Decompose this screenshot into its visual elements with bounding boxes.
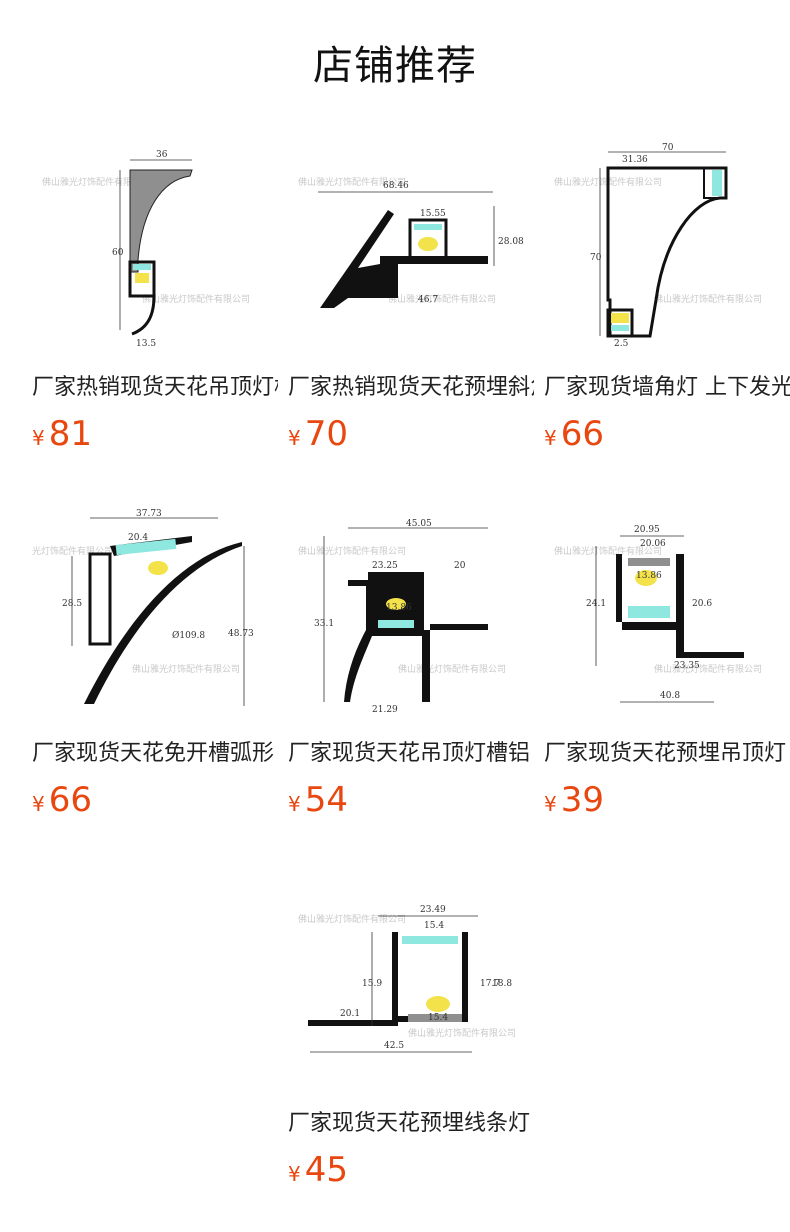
svg-text:2.5: 2.5 [614, 339, 629, 349]
product-image[interactable]: 光灯饰配件有限公司 佛山雅光灯饰配件有限公司 37.73 20.4 28.5 4… [32, 506, 278, 716]
svg-text:佛山雅光灯饰配件有限公司: 佛山雅光灯饰配件有限公司 [654, 663, 762, 675]
svg-text:佛山雅光灯饰配件有限公司: 佛山雅光灯饰配件有限公司 [398, 663, 506, 675]
product-image[interactable]: 佛山雅光灯饰配件有限公司 佛山雅光灯饰配件有限公司 23.49 15.4 15.… [288, 876, 534, 1086]
svg-text:佛山雅光灯饰配件有限公司: 佛山雅光灯饰配件有限公司 [42, 176, 150, 188]
product-price: ¥54 [288, 778, 348, 822]
svg-text:15.9: 15.9 [362, 979, 382, 989]
price-amount: 45 [304, 1150, 348, 1190]
svg-text:42.5: 42.5 [384, 1041, 404, 1051]
currency-symbol: ¥ [288, 426, 301, 450]
price-amount: 66 [48, 780, 92, 820]
svg-text:46.7: 46.7 [418, 295, 438, 305]
svg-text:37.73: 37.73 [136, 509, 162, 519]
svg-text:20.06: 20.06 [640, 539, 666, 549]
product-card[interactable]: 佛山雅光灯饰配件有限公司 佛山雅光灯饰配件有限公司 36 60 13.5 厂家热… [32, 140, 278, 470]
product-card[interactable]: 佛山雅光灯饰配件有限公司 佛山雅光灯饰配件有限公司 23.49 15.4 15.… [288, 876, 534, 1206]
svg-text:13.86: 13.86 [636, 571, 662, 581]
product-name[interactable]: 厂家现货天花预埋线条灯 [288, 1111, 531, 1136]
svg-text:28.5: 28.5 [62, 599, 82, 609]
svg-text:70: 70 [662, 143, 674, 153]
svg-text:36: 36 [156, 150, 168, 160]
currency-symbol: ¥ [288, 792, 301, 816]
ceiling-profile-drawing-icon: 佛山雅光灯饰配件有限公司 佛山雅光灯饰配件有限公司 36 60 13.5 [42, 150, 250, 349]
svg-text:佛山雅光灯饰配件有限公司: 佛山雅光灯饰配件有限公司 [132, 663, 240, 675]
svg-text:24.1: 24.1 [586, 599, 606, 609]
svg-text:20.4: 20.4 [128, 533, 148, 543]
ceiling-profile-drawing-icon: 佛山雅光灯饰配件有限公司 佛山雅光灯饰配件有限公司 70 31.36 70 2.… [554, 143, 762, 349]
svg-text:23.49: 23.49 [420, 905, 446, 915]
svg-text:68.46: 68.46 [383, 181, 409, 191]
product-name[interactable]: 厂家热销现货天花预埋斜角 [288, 375, 534, 400]
svg-text:13.86: 13.86 [386, 603, 412, 613]
ceiling-profile-drawing-icon: 佛山雅光灯饰配件有限公司 佛山雅光灯饰配件有限公司 20.95 20.06 13… [554, 525, 762, 703]
product-name[interactable]: 厂家现货墙角灯 上下发光 [544, 375, 790, 400]
price-amount: 81 [48, 414, 92, 454]
svg-text:28.08: 28.08 [498, 237, 524, 247]
product-price: ¥66 [32, 778, 92, 822]
product-price: ¥81 [32, 412, 92, 456]
currency-symbol: ¥ [32, 426, 45, 450]
svg-text:佛山雅光灯饰配件有限公司: 佛山雅光灯饰配件有限公司 [654, 293, 762, 305]
svg-text:13.5: 13.5 [136, 339, 156, 349]
product-name[interactable]: 厂家现货天花预埋吊顶灯 [544, 741, 787, 766]
section-title: 店铺推荐 [313, 43, 477, 89]
svg-text:20.95: 20.95 [634, 525, 660, 535]
svg-text:45.05: 45.05 [406, 519, 432, 529]
price-amount: 66 [560, 414, 604, 454]
svg-text:48.73: 48.73 [228, 629, 254, 639]
product-price: ¥45 [288, 1148, 348, 1192]
price-amount: 54 [304, 780, 348, 820]
svg-text:佛山雅光灯饰配件有限公司: 佛山雅光灯饰配件有限公司 [298, 913, 406, 925]
svg-text:18.8: 18.8 [492, 979, 512, 989]
product-image[interactable]: 佛山雅光灯饰配件有限公司 佛山雅光灯饰配件有限公司 36 60 13.5 [32, 140, 278, 350]
svg-text:佛山雅光灯饰配件有限公司: 佛山雅光灯饰配件有限公司 [298, 545, 406, 557]
svg-text:20: 20 [454, 561, 466, 571]
product-price: ¥70 [288, 412, 348, 456]
product-name[interactable]: 厂家现货天花吊顶灯槽铝 [288, 741, 531, 766]
ceiling-profile-drawing-icon: 佛山雅光灯饰配件有限公司 佛山雅光灯饰配件有限公司 23.49 15.4 15.… [298, 905, 516, 1053]
svg-text:23.35: 23.35 [674, 661, 700, 671]
ceiling-profile-drawing-icon: 光灯饰配件有限公司 佛山雅光灯饰配件有限公司 37.73 20.4 28.5 4… [32, 509, 254, 706]
product-card[interactable]: 佛山雅光灯饰配件有限公司 佛山雅光灯饰配件有限公司 45.05 13.86 23… [288, 506, 534, 836]
product-name[interactable]: 厂家热销现货天花吊顶灯槽 [32, 375, 278, 400]
price-amount: 39 [560, 780, 604, 820]
product-image[interactable]: 佛山雅光灯饰配件有限公司 佛山雅光灯饰配件有限公司 70 31.36 70 2.… [544, 140, 790, 350]
svg-text:佛山雅光灯饰配件有限公司: 佛山雅光灯饰配件有限公司 [298, 176, 406, 188]
ceiling-profile-drawing-icon: 佛山雅光灯饰配件有限公司 佛山雅光灯饰配件有限公司 68.46 15.55 28… [298, 176, 524, 308]
product-price: ¥39 [544, 778, 604, 822]
product-image[interactable]: 佛山雅光灯饰配件有限公司 佛山雅光灯饰配件有限公司 68.46 15.55 28… [288, 140, 534, 350]
svg-text:15.55: 15.55 [420, 209, 446, 219]
product-name[interactable]: 厂家现货天花免开槽弧形 [32, 741, 275, 766]
svg-text:佛山雅光灯饰配件有限公司: 佛山雅光灯饰配件有限公司 [554, 545, 662, 557]
svg-text:40.8: 40.8 [660, 691, 680, 701]
svg-text:33.1: 33.1 [314, 619, 334, 629]
product-card[interactable]: 佛山雅光灯饰配件有限公司 佛山雅光灯饰配件有限公司 70 31.36 70 2.… [544, 140, 790, 470]
svg-text:15.4: 15.4 [424, 921, 444, 931]
svg-text:15.4: 15.4 [428, 1013, 448, 1023]
product-card[interactable]: 佛山雅光灯饰配件有限公司 佛山雅光灯饰配件有限公司 68.46 15.55 28… [288, 140, 534, 470]
svg-text:21.29: 21.29 [372, 705, 398, 715]
price-amount: 70 [304, 414, 348, 454]
svg-text:佛山雅光灯饰配件有限公司: 佛山雅光灯饰配件有限公司 [142, 293, 250, 305]
svg-text:Ø109.8: Ø109.8 [172, 630, 205, 641]
svg-text:佛山雅光灯饰配件有限公司: 佛山雅光灯饰配件有限公司 [408, 1027, 516, 1039]
product-card[interactable]: 佛山雅光灯饰配件有限公司 佛山雅光灯饰配件有限公司 20.95 20.06 13… [544, 506, 790, 836]
svg-text:31.36: 31.36 [622, 155, 648, 165]
svg-text:佛山雅光灯饰配件有限公司: 佛山雅光灯饰配件有限公司 [388, 293, 496, 305]
currency-symbol: ¥ [544, 426, 557, 450]
product-card[interactable]: 光灯饰配件有限公司 佛山雅光灯饰配件有限公司 37.73 20.4 28.5 4… [32, 506, 278, 836]
ceiling-profile-drawing-icon: 佛山雅光灯饰配件有限公司 佛山雅光灯饰配件有限公司 45.05 13.86 23… [298, 519, 506, 715]
currency-symbol: ¥ [288, 1162, 301, 1186]
svg-text:20.1: 20.1 [340, 1009, 360, 1019]
product-price: ¥66 [544, 412, 604, 456]
svg-text:23.25: 23.25 [372, 561, 398, 571]
svg-text:17.7: 17.7 [480, 979, 500, 989]
product-image[interactable]: 佛山雅光灯饰配件有限公司 佛山雅光灯饰配件有限公司 45.05 13.86 23… [288, 506, 534, 716]
currency-symbol: ¥ [544, 792, 557, 816]
svg-text:70: 70 [590, 253, 602, 263]
svg-text:60: 60 [112, 248, 124, 258]
currency-symbol: ¥ [32, 792, 45, 816]
svg-text:20.6: 20.6 [692, 599, 712, 609]
product-image[interactable]: 佛山雅光灯饰配件有限公司 佛山雅光灯饰配件有限公司 20.95 20.06 13… [544, 506, 790, 716]
